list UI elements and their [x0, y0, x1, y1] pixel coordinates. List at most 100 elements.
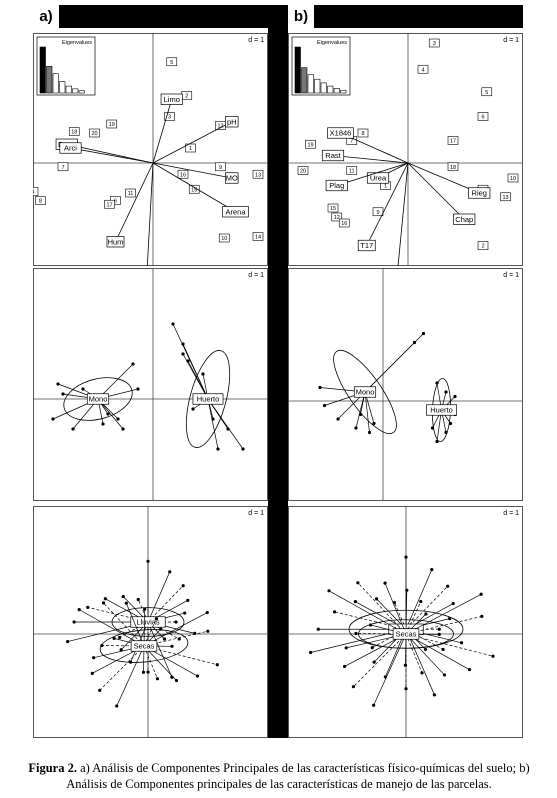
- group-point: [459, 641, 464, 645]
- sample-box: [252, 232, 264, 241]
- group-star-line: [143, 645, 177, 681]
- variable-arrow: [407, 162, 480, 194]
- group-ellipse: [185, 350, 231, 448]
- group-point: [121, 427, 125, 431]
- group-point: [146, 559, 150, 563]
- group-point: [131, 362, 135, 366]
- group-point: [356, 581, 360, 585]
- group-point: [106, 412, 110, 416]
- sample-box: [252, 169, 264, 179]
- group-star-line: [405, 633, 423, 673]
- sample-label: 19: [109, 122, 115, 128]
- group-point: [241, 447, 245, 451]
- group-point: [491, 654, 495, 658]
- variable-label-box: [327, 127, 354, 139]
- group-star-line: [116, 645, 145, 707]
- eigen-bar: [340, 89, 347, 94]
- sample-box: [166, 57, 178, 67]
- group-point: [421, 331, 426, 336]
- sample-box: [477, 241, 489, 250]
- panel-header-a: a): [33, 5, 268, 28]
- panel-header-b: b): [288, 5, 523, 28]
- group-point: [442, 673, 447, 677]
- group-label: Huerto: [430, 406, 453, 415]
- caption-prefix: Figura 2.: [28, 761, 77, 775]
- center-divider: [268, 5, 288, 738]
- group-point: [342, 664, 347, 669]
- scale-label: d = 1: [503, 37, 519, 44]
- group-point: [430, 568, 434, 572]
- variable-label-box: [325, 179, 348, 192]
- pca-plot-b-top: d = 1Eigenvalues345687171920111811016131…: [288, 33, 523, 266]
- group-point: [186, 598, 190, 602]
- sample-box: [372, 207, 384, 217]
- eigen-bar: [333, 88, 340, 94]
- group-point: [351, 685, 356, 689]
- group-point: [375, 597, 379, 601]
- sample-box: [89, 128, 100, 138]
- sample-box: [481, 87, 493, 97]
- variable-label-box: [160, 93, 183, 105]
- variable-label: Limo: [164, 95, 180, 104]
- group-point: [181, 342, 185, 346]
- sample-label: 13: [502, 195, 508, 201]
- group-star-line: [353, 633, 407, 687]
- group-label-box: [353, 386, 377, 398]
- group-point: [405, 588, 409, 592]
- eigen-bar: [314, 78, 321, 94]
- sample-box: [507, 173, 519, 183]
- sample-label: 8: [39, 199, 42, 205]
- sample-label: 6: [481, 115, 484, 121]
- sample-label: 10: [510, 176, 516, 182]
- group-point: [372, 703, 376, 707]
- group-star-line: [99, 645, 145, 691]
- panel-label-b: b): [288, 5, 314, 28]
- group-point: [444, 430, 448, 435]
- sample-label: 18: [71, 130, 77, 136]
- group-point: [424, 612, 428, 616]
- sample-label: 7: [350, 139, 353, 145]
- variable-arrow: [152, 162, 232, 179]
- group-label: Mono: [356, 388, 375, 397]
- group-point: [92, 656, 96, 660]
- eigen-bar: [307, 74, 314, 94]
- group-point: [206, 629, 210, 633]
- group-point: [51, 417, 55, 421]
- eigen-bar: [294, 46, 301, 94]
- variable-label: pH: [227, 117, 237, 126]
- group-point: [441, 647, 445, 652]
- group-point: [181, 584, 185, 588]
- group-point: [81, 387, 85, 391]
- group-point: [146, 670, 150, 674]
- eigen-title: Eigenvalues: [62, 40, 92, 46]
- variable-label: Arci: [64, 144, 77, 153]
- scale-label: d = 1: [248, 37, 264, 44]
- group-point: [344, 646, 348, 650]
- sample-label: 5: [485, 90, 488, 96]
- group-point: [162, 637, 167, 641]
- group-star-line: [384, 583, 407, 635]
- group-point: [447, 617, 452, 621]
- group-point: [467, 668, 472, 672]
- sample-label: 2: [185, 94, 188, 100]
- sample-label: 11: [128, 191, 134, 197]
- variable-arrow: [152, 121, 232, 164]
- group-label: Huerto: [197, 395, 220, 404]
- group-point: [136, 597, 140, 602]
- group-point: [143, 607, 147, 611]
- group-point: [412, 340, 417, 345]
- plot-frame: [33, 268, 268, 501]
- group-star-line: [143, 609, 146, 647]
- group-point: [191, 407, 195, 411]
- variable-arrow: [146, 162, 154, 266]
- variable-arrow: [152, 162, 236, 213]
- variable-label-box: [106, 236, 125, 248]
- group-star-line: [405, 593, 482, 635]
- group-point: [327, 589, 331, 593]
- group-point: [216, 447, 220, 451]
- caption-text: a) Análisis de Componentes Principales d…: [66, 761, 530, 791]
- sample-box: [188, 184, 200, 194]
